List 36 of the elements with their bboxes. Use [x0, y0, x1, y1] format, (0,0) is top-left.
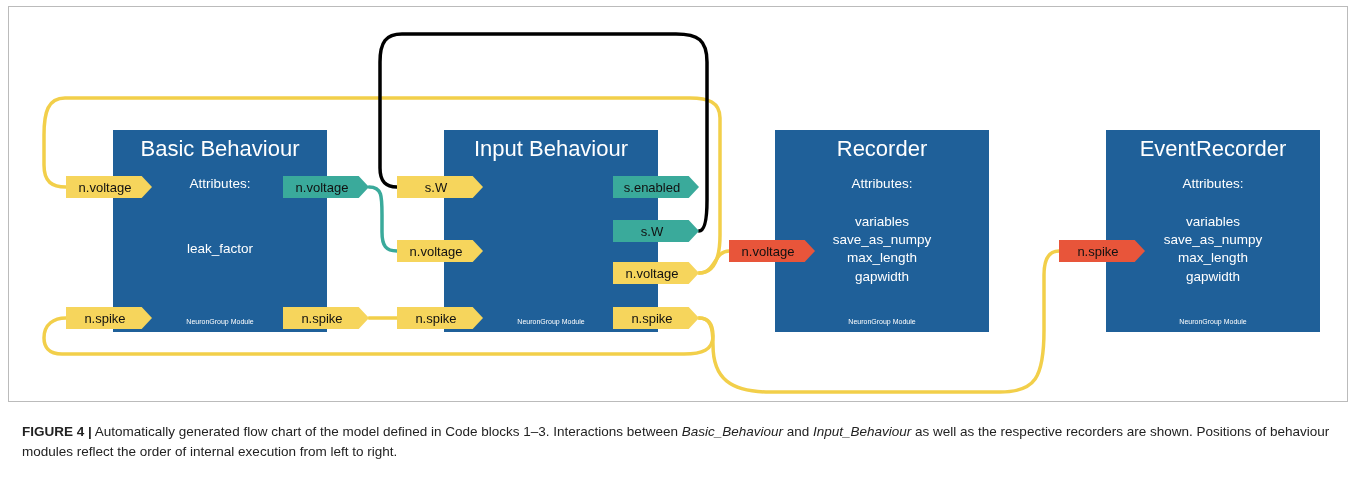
attribute-name: variables — [855, 214, 909, 229]
attribute-name: max_length — [847, 250, 917, 265]
attribute-name: save_as_numpy — [832, 232, 932, 247]
connector-line — [697, 249, 1061, 394]
port-tag: n.voltage — [613, 262, 699, 284]
connector-line — [42, 316, 715, 356]
connector-line — [367, 316, 399, 320]
figure-caption: FIGURE 4 | Automatically generated flow chart of the model defined in Code blocks 1–3. Interactions between Basic_Behaviour and Input_Behaviour as well as the respective recorders are shown. Positions of behaviour modules reflect the order of internal execution from left to right. — [22, 423, 1331, 461]
port-tag: s.W — [397, 176, 483, 198]
connector-line — [367, 185, 399, 253]
attribute-name: gapwidth — [854, 269, 909, 284]
module-title: EventRecorder — [1139, 136, 1287, 162]
attribute-name: gapwidth — [1185, 269, 1240, 284]
port-tag: n.spike — [66, 307, 152, 329]
module-title: Basic Behaviour — [140, 136, 300, 162]
port-tag: n.voltage — [283, 176, 369, 198]
connector-line — [378, 32, 709, 233]
attributes-heading: Attributes: — [1182, 176, 1244, 191]
port-tag: n.voltage — [66, 176, 152, 198]
module-title: Recorder — [836, 136, 928, 162]
connector-line — [697, 249, 731, 275]
attribute-name: save_as_numpy — [1163, 232, 1263, 247]
attributes-heading: Attributes: — [851, 176, 913, 191]
module-title: Input Behaviour — [473, 136, 629, 162]
port-tag: n.spike — [283, 307, 369, 329]
attribute-name: leak_factor — [186, 241, 253, 256]
attribute-name: variables — [1186, 214, 1240, 229]
port-tag: n.spike — [613, 307, 699, 329]
port-tag: n.voltage — [729, 240, 815, 262]
port-tag: n.spike — [397, 307, 483, 329]
port-tag: n.spike — [1059, 240, 1145, 262]
attribute-name: max_length — [1178, 250, 1248, 265]
port-tag: s.enabled — [613, 176, 699, 198]
attributes-heading: Attributes: — [189, 176, 251, 191]
port-tag: n.voltage — [397, 240, 483, 262]
port-tag: s.W — [613, 220, 699, 242]
